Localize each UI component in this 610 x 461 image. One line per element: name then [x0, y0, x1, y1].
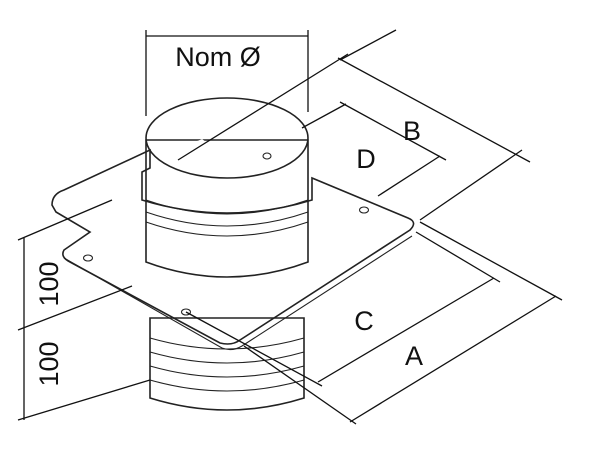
c-dimension: C: [185, 231, 501, 387]
b-dimension: B: [337, 29, 531, 221]
d-label: D: [356, 144, 376, 174]
plate-hole-front: [180, 308, 192, 316]
square-plate: [51, 148, 415, 351]
plate-hole-left: [82, 254, 94, 262]
lower-pipe: [149, 317, 305, 411]
height-upper-label: 100: [34, 261, 64, 306]
height-dimensions: 100 100: [17, 199, 151, 421]
d-dimension: D: [301, 101, 447, 197]
top-rivet: [262, 152, 272, 160]
a-label: A: [405, 341, 423, 371]
pipe-top-opening: [145, 97, 309, 179]
nom-diameter-label: Nom Ø: [175, 42, 261, 72]
c-label: C: [354, 306, 374, 336]
plate-hole-right: [358, 206, 370, 214]
height-lower-label: 100: [34, 341, 64, 386]
upper-pipe: [145, 97, 309, 278]
nom-diameter-dimension: Nom Ø: [145, 30, 309, 116]
a-dimension: A: [243, 221, 563, 425]
